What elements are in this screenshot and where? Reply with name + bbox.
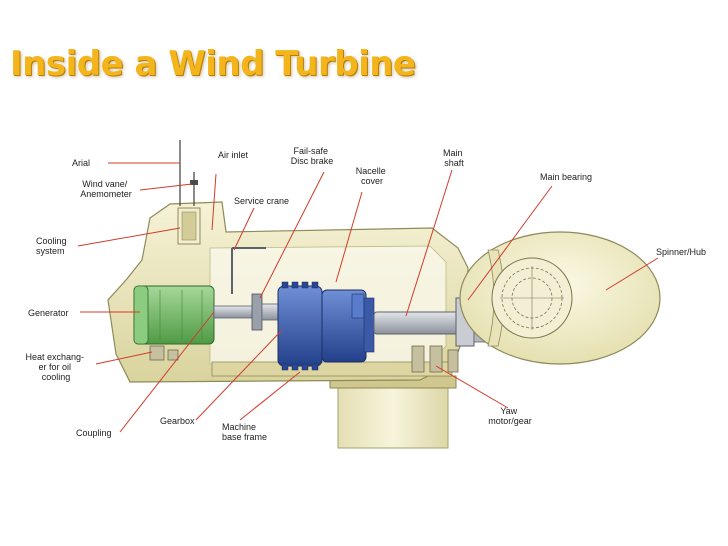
gearbox-teeth — [281, 281, 319, 371]
label-fail-safe-brake: Fail-safe Disc brake — [291, 146, 334, 166]
page-title: Inside a Wind Turbine — [10, 44, 416, 84]
coupling — [213, 305, 255, 319]
label-cooling-system: Cooling system — [36, 236, 69, 256]
disc-brake — [251, 293, 263, 331]
tower — [337, 383, 449, 449]
label-arial: Arial — [72, 158, 90, 168]
label-main-shaft: Main shaft — [443, 148, 465, 168]
label-generator: Generator — [28, 308, 69, 318]
label-spinner-hub: Spinner/Hub — [656, 247, 706, 257]
label-heat-exchanger: Heat exchang- er for oil cooling — [25, 352, 86, 382]
hub-blade-root — [491, 257, 573, 339]
label-coupling: Coupling — [76, 428, 112, 438]
label-yaw-motor: Yaw motor/gear — [488, 406, 532, 426]
heat-exchanger — [149, 345, 179, 361]
service-crane — [231, 247, 266, 294]
label-machine-base-frame: Machine base frame — [222, 422, 267, 442]
label-nacelle-cover: Nacelle cover — [356, 166, 389, 186]
label-gearbox: Gearbox — [160, 416, 195, 426]
label-service-crane: Service crane — [234, 196, 289, 206]
gearbox — [277, 285, 323, 367]
yaw-motor — [411, 345, 459, 373]
labels: Arial Wind vane/ Anemometer Cooling syst… — [25, 146, 706, 442]
label-air-inlet: Air inlet — [218, 150, 249, 160]
leader-lines — [77, 162, 659, 433]
label-main-bearing: Main bearing — [540, 172, 592, 182]
label-wind-vane: Wind vane/ Anemometer — [80, 179, 132, 199]
